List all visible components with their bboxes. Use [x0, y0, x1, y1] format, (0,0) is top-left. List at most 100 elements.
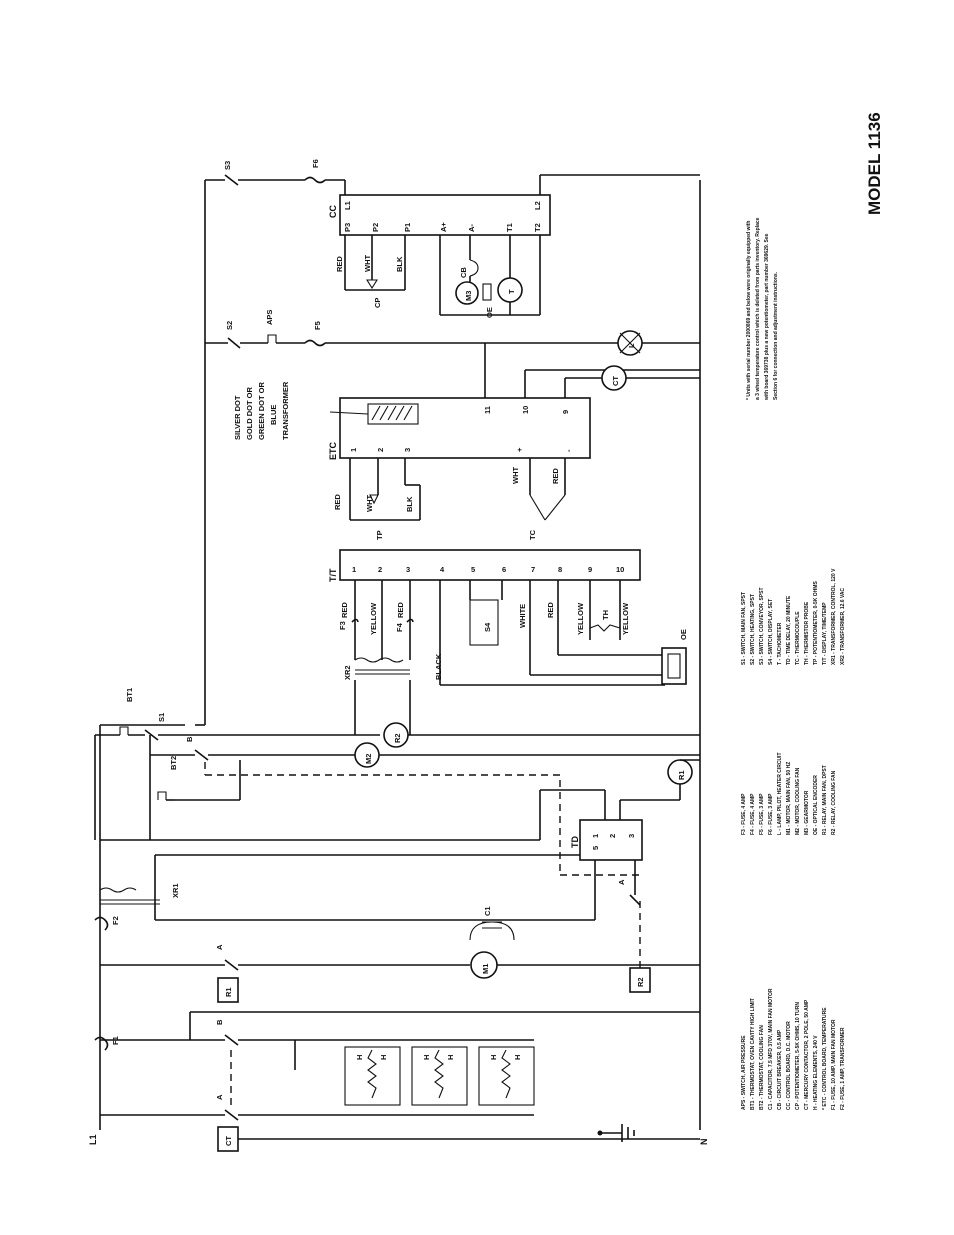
fuse-f6-label: F6 [311, 159, 320, 168]
c1-label: C1 [483, 906, 492, 916]
etc-pin: 11 [483, 406, 492, 414]
etc-pin: 10 [521, 406, 530, 414]
etc-pin: 9 [561, 410, 570, 414]
td-time-delay: TD 5 1 2 3 A R1 [539, 759, 700, 920]
tt-pin: 6 [502, 565, 506, 574]
td-label: TD [570, 836, 580, 848]
fuse-f3-label: F3 [338, 621, 347, 630]
fuse-f1: F1 [94, 1036, 120, 1051]
aps-label: APS [265, 310, 274, 325]
etc-control-board: ETC SILVER DOT GOLD DOT OR GREEN DOT OR … [233, 343, 700, 540]
td-pin-1: 1 [591, 834, 600, 838]
bt2-label: BT2 [169, 756, 178, 770]
supply-lines: L1 N [88, 179, 709, 1146]
etc-wire-red: RED [333, 494, 342, 510]
tt-pin: 10 [616, 565, 624, 574]
r1-coil-label: R1 [224, 987, 233, 997]
tt-wire-yellow: YELLOW [621, 602, 630, 635]
heater-element-label: H [422, 1055, 431, 1060]
etc-wire-blk: BLK [405, 496, 414, 512]
xr1-transformer: F2 XR1 [94, 839, 605, 931]
oe-cc-label: OE [485, 307, 494, 318]
footnote-line: * Units with serial number 2000869 and b… [746, 221, 752, 401]
tt-pin: 3 [406, 565, 410, 574]
cp-label: CP [373, 298, 382, 308]
legend-col1: APS - SWITCH, AIR PRESSURE BT1 - THERMOS… [741, 988, 846, 1110]
cc-control-board: CC P3 P2 P1 A+ A- T1 T2 L1 L2 RED WHT BL… [328, 194, 551, 318]
heater-element-label: H [513, 1055, 522, 1060]
legend-entry: BT1 - THERMOSTAT, OVEN CAVITY HIGH LIMIT [750, 998, 756, 1110]
legend-entry: OE - OPTICAL ENCODER [813, 775, 819, 835]
legend-entry: CB - CIRCUIT BREAKER, 0.5 AMP [777, 1029, 783, 1110]
cc-pin: T2 [533, 223, 542, 232]
tachometer-label: T [507, 289, 516, 294]
legend-col3: S1 - SWITCH, MAIN FAN, SPST S2 - SWITCH,… [741, 568, 846, 665]
line-l1-label: L1 [88, 1134, 98, 1145]
r1-coil-box [217, 977, 239, 1003]
cc-pin: L2 [533, 201, 542, 210]
legend-entry: S3 - SWITCH, CONVEYOR, SPST [759, 587, 765, 665]
tc-wire-red: RED [551, 468, 560, 484]
legend-entry: H - HEATING ELEMENTS, 240 V [813, 1035, 819, 1110]
legend-entry: S2 - SWITCH, HEATING, SPST [750, 594, 756, 665]
legend-entry: TC - THERMOCOUPLE [795, 611, 801, 665]
legend-entry: * ETC - CONTROL BOARD, TEMPERATURE [822, 1007, 828, 1110]
fuse-f5-label: F5 [313, 321, 322, 330]
etc-label: ETC [328, 441, 338, 460]
legend-entry: BT2 - THERMOSTAT, COOLING FAN [759, 1025, 765, 1110]
tt-wire-black: BLACK [434, 653, 443, 680]
tt-wire-yellow: YELLOW [369, 602, 378, 635]
cb-label: CB [459, 267, 468, 278]
s4-label: S4 [483, 622, 492, 632]
line-n-label: N [699, 1139, 709, 1146]
tt-pin: 8 [558, 565, 562, 574]
cc-pin: P2 [371, 223, 380, 232]
conveyor-branch: S3 F6 [223, 159, 700, 195]
legend-entry: TH - THERMISTOR PROBE [804, 601, 810, 665]
tt-pin: 5 [471, 565, 475, 574]
page-title: MODEL 1136 [865, 112, 884, 215]
legend-entry: C1 - CAPACITOR, 7.5 MFD 370V, MAIN FAN M… [768, 988, 774, 1110]
bt1-label: BT1 [125, 688, 134, 702]
ground-symbol [597, 1124, 635, 1142]
cc-pin: P1 [403, 223, 412, 232]
td-pin-3: 3 [627, 834, 636, 838]
cc-wire-red: RED [335, 256, 344, 272]
tt-pin: 1 [352, 565, 356, 574]
tc-label: TC [528, 529, 537, 540]
r2-contact-b-label: B [185, 736, 194, 742]
legend-entry: T - TACHOMETER [777, 622, 783, 665]
r2-coil-lower: R2 [629, 900, 651, 993]
heater-element-label: H [446, 1055, 455, 1060]
etc-pin: 1 [349, 448, 358, 452]
heater-element-label: H [355, 1055, 364, 1060]
ct-contact-a-label: A [215, 1094, 224, 1100]
legend-entry: F3 - FUSE, 4 AMP [741, 793, 747, 835]
cc-label: CC [328, 205, 338, 218]
etc-note-line: SILVER DOT [233, 395, 242, 440]
cc-wire-blk: BLK [395, 256, 404, 272]
legend-entry: XR2 - TRANSFORMER, 12.6 VAC [840, 587, 846, 665]
legend-entry: F1 - FUSE, 10 AMP, MAIN FAN MOTOR [831, 1019, 837, 1110]
legend-entry: T/T - DISPLAY, TIME/TEMP [822, 602, 828, 665]
oe-label: OE [679, 629, 688, 640]
etc-note-line: BLUE [269, 405, 278, 425]
legend-entry: F6 - FUSE, 3 AMP [768, 793, 774, 835]
heating-switch-branch: S2 APS F5 L [225, 310, 700, 356]
tt-wire-white: WHITE [518, 604, 527, 628]
legend-entry: XR1 - TRANSFORMER, CONTROL, 120 V [831, 568, 837, 665]
etc-wire-wht: WHT [365, 495, 374, 512]
xr2-label: XR2 [343, 665, 352, 680]
legend-entry: L - LAMP, PILOT, HEATER CIRCUIT [777, 752, 783, 835]
etc-note-line: GREEN DOT OR [257, 381, 266, 440]
td-box [579, 819, 643, 861]
legend-entry: F4 - FUSE, 4 AMP [750, 793, 756, 835]
lamp-l-label: L [627, 343, 636, 348]
footnote-line: with board 369738 plus a new potentiomet… [764, 233, 770, 401]
td-contact-a-label: A [617, 879, 626, 885]
legend-col2: F3 - FUSE, 4 AMP F4 - FUSE, 4 AMP F5 - F… [741, 752, 837, 835]
legend-entry: TD - TIME DELAY, 20 MINUTE [786, 595, 792, 665]
tc-wire-wht: WHT [511, 467, 520, 484]
xr2-transformer: XR2 F3 F4 [338, 580, 414, 735]
th-label: TH [601, 610, 610, 620]
